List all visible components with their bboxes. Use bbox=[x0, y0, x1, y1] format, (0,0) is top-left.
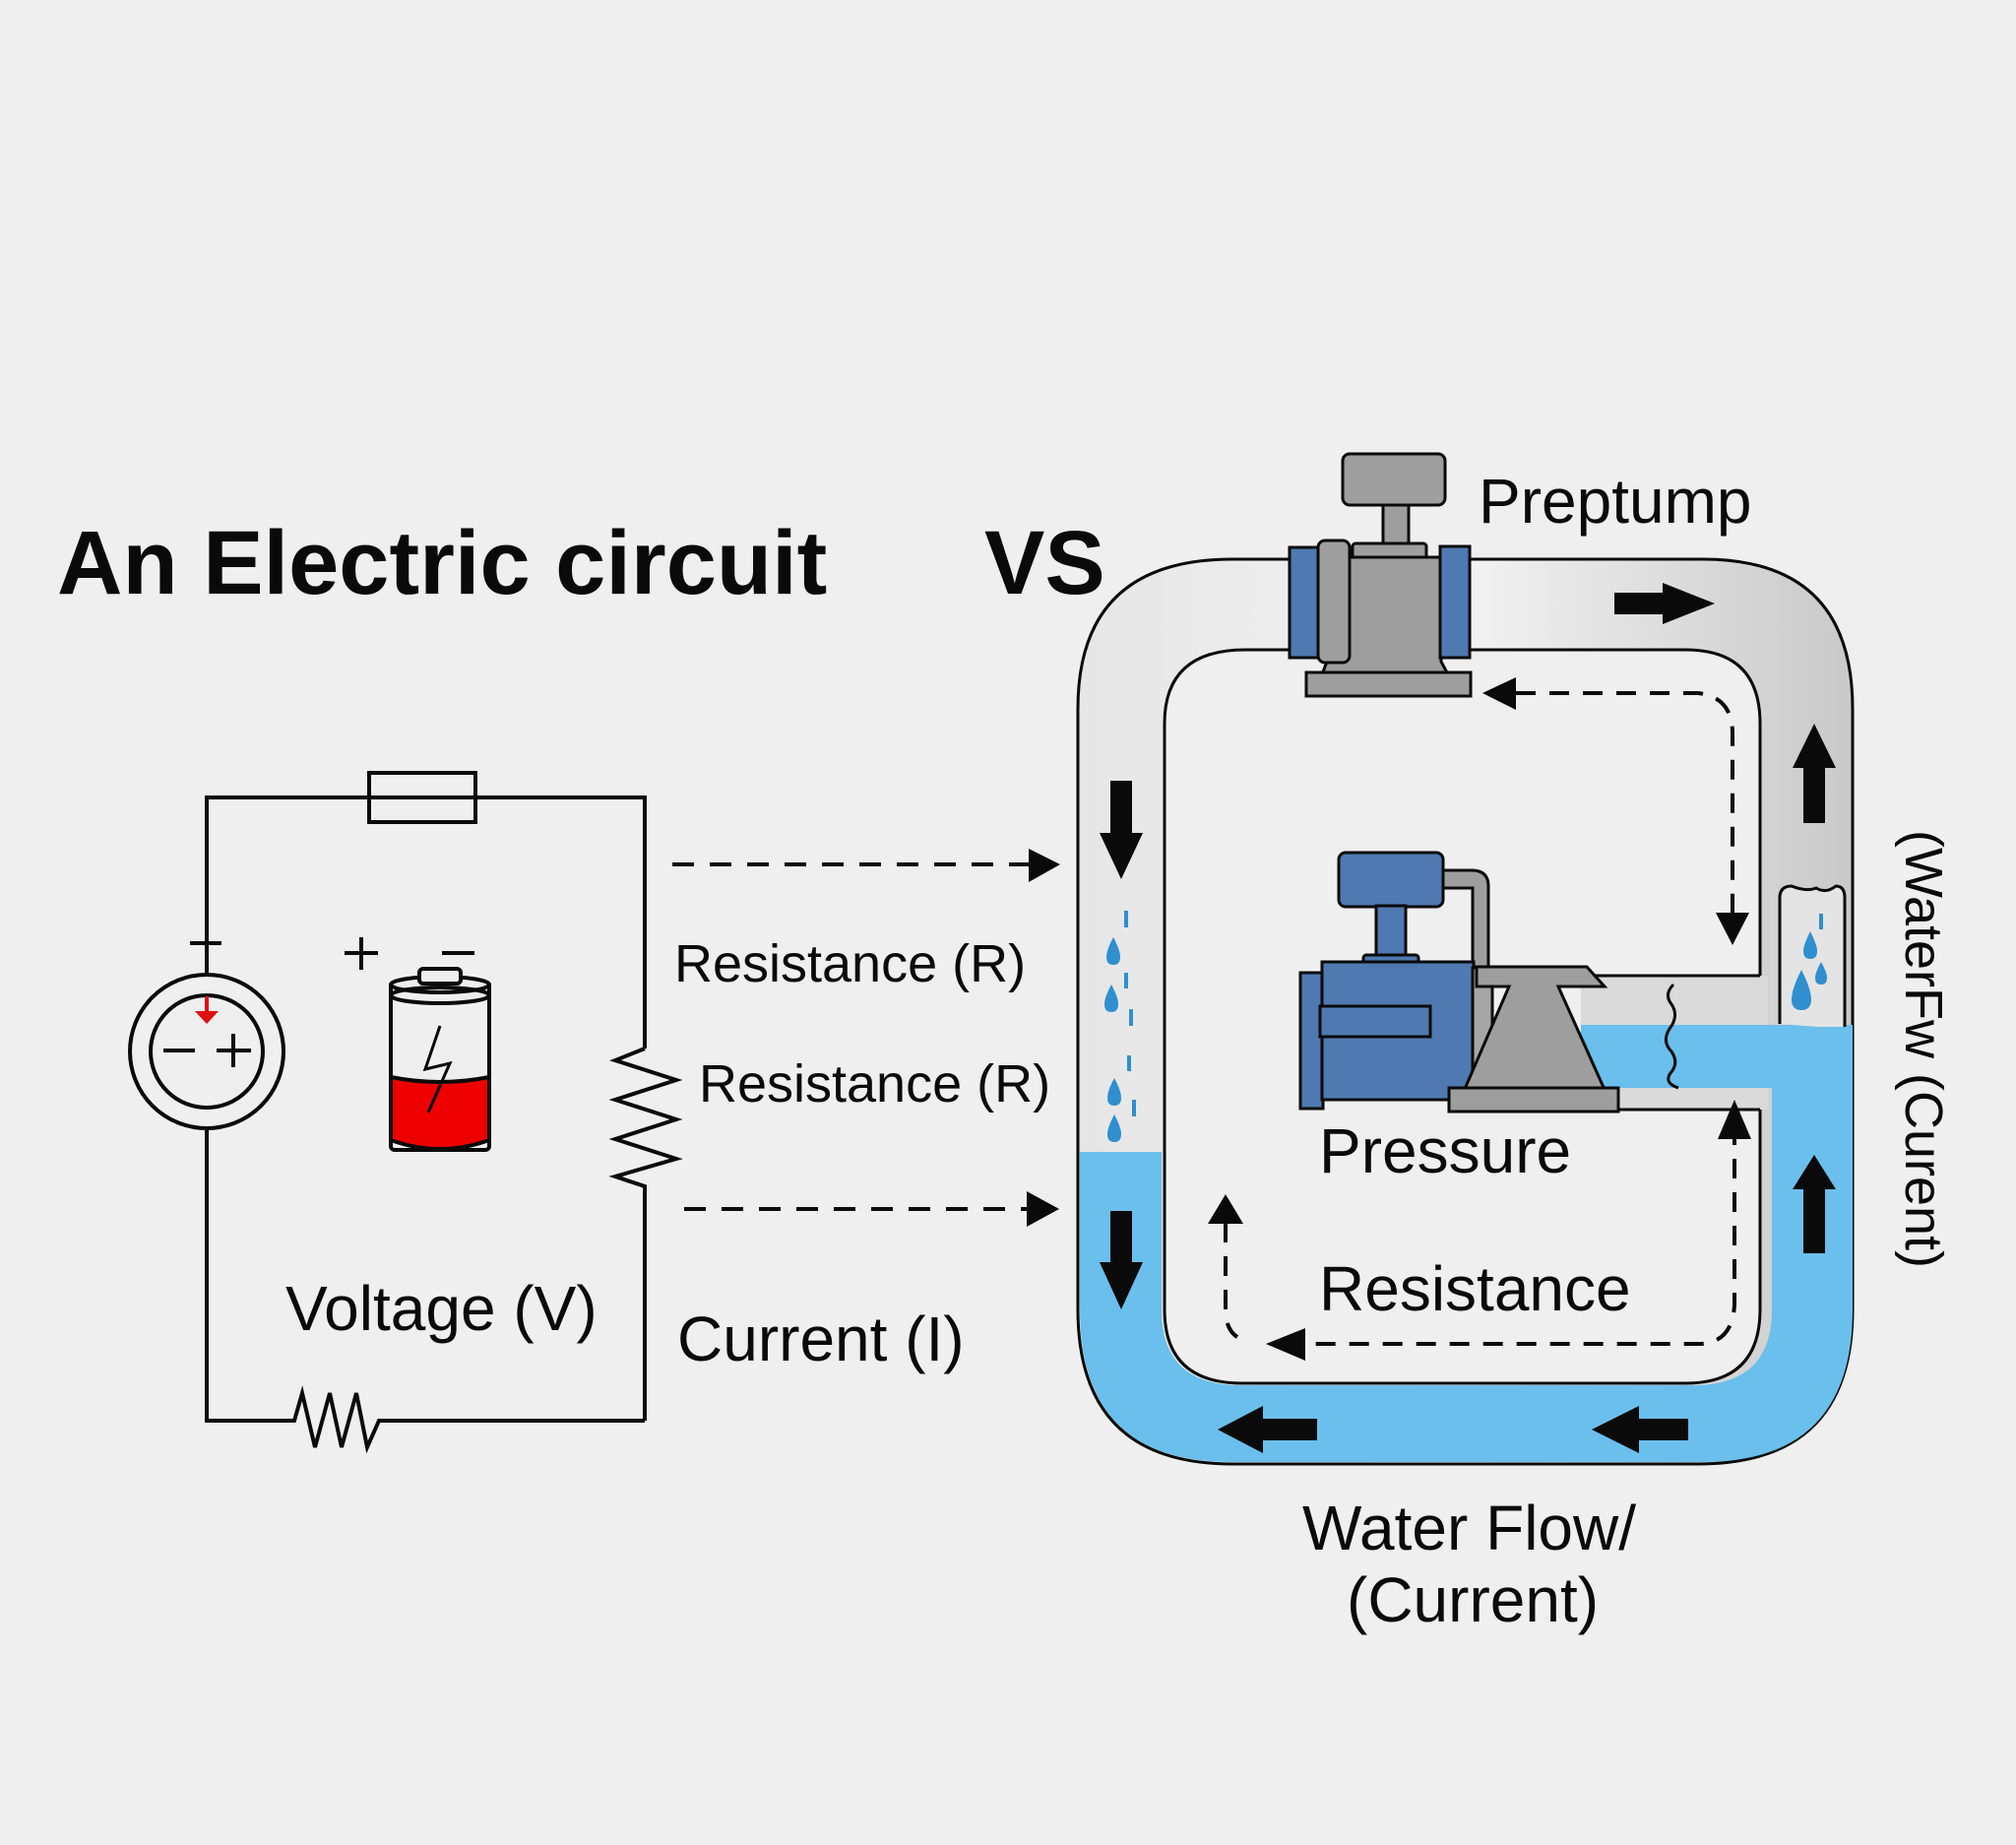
flow-arrow-right-icon bbox=[1614, 583, 1715, 624]
title-electric-circuit: An Electric circuit bbox=[57, 513, 828, 613]
electric-circuit bbox=[128, 771, 683, 1454]
flow-arrow-up-icon bbox=[1793, 724, 1836, 823]
central-pump-icon bbox=[1298, 851, 1620, 1113]
flow-arrow-left-icon bbox=[1592, 1406, 1688, 1453]
flow-arrow-left-icon bbox=[1218, 1406, 1317, 1453]
current-direction-arrow-icon bbox=[195, 996, 219, 1024]
top-valve-icon bbox=[1288, 452, 1473, 698]
label-resistance-top: Resistance (R) bbox=[674, 934, 1027, 993]
label-side-vertical: (WaterFw (Curent) bbox=[1894, 830, 1953, 1269]
flow-arrow-down-icon bbox=[1100, 1211, 1143, 1309]
flow-arrow-down-icon bbox=[1100, 781, 1143, 879]
lightning-bolt-icon bbox=[422, 1025, 453, 1113]
voltage-source-outer bbox=[128, 973, 285, 1130]
title-vs: VS bbox=[984, 513, 1105, 613]
battery-charge-fill bbox=[389, 1074, 491, 1151]
label-pressure: Pressure bbox=[1319, 1115, 1572, 1186]
voltage-source-inner bbox=[149, 993, 265, 1110]
flow-arrows bbox=[1100, 583, 1836, 1453]
pressure-dashed-loop bbox=[1224, 691, 1736, 1346]
label-resistance-side: Resistance (R) bbox=[699, 1054, 1051, 1113]
link-arrow-bottom bbox=[684, 1191, 1059, 1227]
label-pump-top: Preptump bbox=[1479, 466, 1752, 537]
label-voltage: Voltage (V) bbox=[285, 1273, 598, 1344]
label-water-current: (Current) bbox=[1347, 1564, 1600, 1635]
pipe-joint-icon bbox=[1665, 983, 1679, 1090]
resistor-bottom-icon bbox=[205, 1130, 645, 1454]
water-droplets bbox=[1104, 911, 1827, 1142]
battery-icon bbox=[389, 967, 491, 1152]
flow-arrow-up-icon bbox=[1793, 1155, 1836, 1253]
link-arrow-top bbox=[672, 849, 1060, 882]
label-resistance-water: Resistance bbox=[1319, 1253, 1631, 1324]
label-current: Current (I) bbox=[677, 1304, 965, 1374]
dashed-arrowheads bbox=[1208, 677, 1751, 1361]
label-water-flow: Water Flow/ bbox=[1302, 1493, 1636, 1563]
resistor-right-icon bbox=[608, 1047, 683, 1421]
